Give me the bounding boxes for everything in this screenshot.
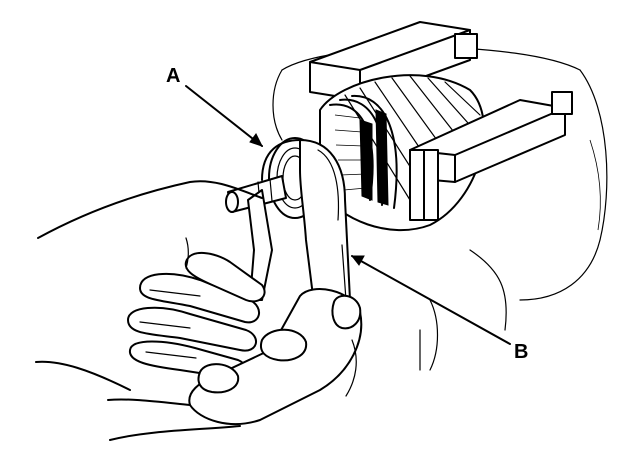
hands-icon	[35, 180, 363, 441]
leader-line-b	[351, 255, 511, 345]
callout-b: B	[514, 341, 529, 363]
leader-line-a	[185, 85, 263, 147]
bearing-puller-icon	[247, 139, 352, 325]
lower-brush-holder	[409, 91, 573, 221]
callout-a: A	[166, 65, 181, 87]
leader-arrow-a	[249, 133, 263, 147]
leader-arrow-b	[350, 255, 365, 266]
leader-lines	[185, 85, 511, 345]
